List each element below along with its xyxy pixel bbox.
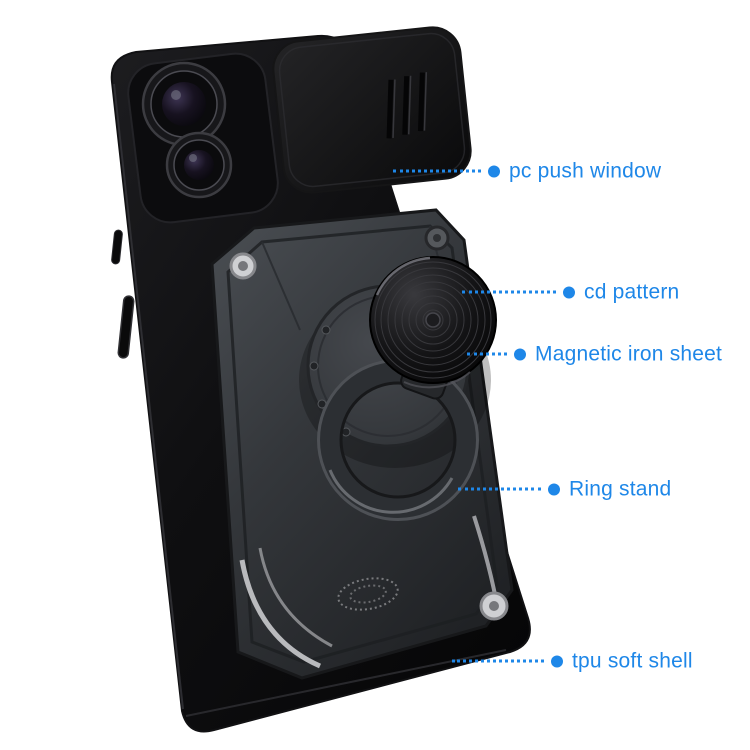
callout-dot-icon xyxy=(514,348,526,360)
push-window-cover xyxy=(272,26,472,194)
silver-trim-bottom-left xyxy=(239,559,322,669)
callout-line xyxy=(467,352,507,356)
cd-pattern-disc xyxy=(369,256,497,389)
side-button xyxy=(117,295,135,359)
case-left-edge-highlight xyxy=(113,83,184,710)
callout-label: pc push window xyxy=(509,159,662,183)
screw-hole-top-left xyxy=(229,252,257,280)
callout-label: Magnetic iron sheet xyxy=(535,342,723,366)
callout-line xyxy=(393,169,481,173)
camera-island xyxy=(127,52,279,224)
callout-tpu-soft-shell: tpu soft shell xyxy=(452,651,693,672)
cover-grip-lines xyxy=(386,72,428,139)
callout-dot-icon xyxy=(563,286,575,298)
side-button-small xyxy=(111,229,123,265)
screw-hole-bottom-right xyxy=(479,591,509,621)
callout-label: tpu soft shell xyxy=(572,649,693,673)
screw-hole-top-right xyxy=(424,225,450,251)
callout-dot-icon xyxy=(551,655,563,667)
callout-label: Ring stand xyxy=(569,477,672,501)
callout-line xyxy=(462,290,556,294)
callout-dot-icon xyxy=(548,483,560,495)
callout-magnetic-iron-sheet: Magnetic iron sheet xyxy=(467,344,722,365)
camera-lens-top xyxy=(141,61,227,147)
speaker-dot-pattern xyxy=(337,577,399,611)
callout-label: cd pattern xyxy=(584,280,680,304)
callout-dot-icon xyxy=(488,165,500,177)
callout-ring-stand: Ring stand xyxy=(458,479,671,500)
callout-pc-push-window: pc push window xyxy=(393,161,661,182)
callout-cd-pattern: cd pattern xyxy=(462,282,679,303)
callout-line xyxy=(458,487,541,491)
camera-lens-bottom xyxy=(165,131,233,199)
callout-line xyxy=(452,659,544,663)
